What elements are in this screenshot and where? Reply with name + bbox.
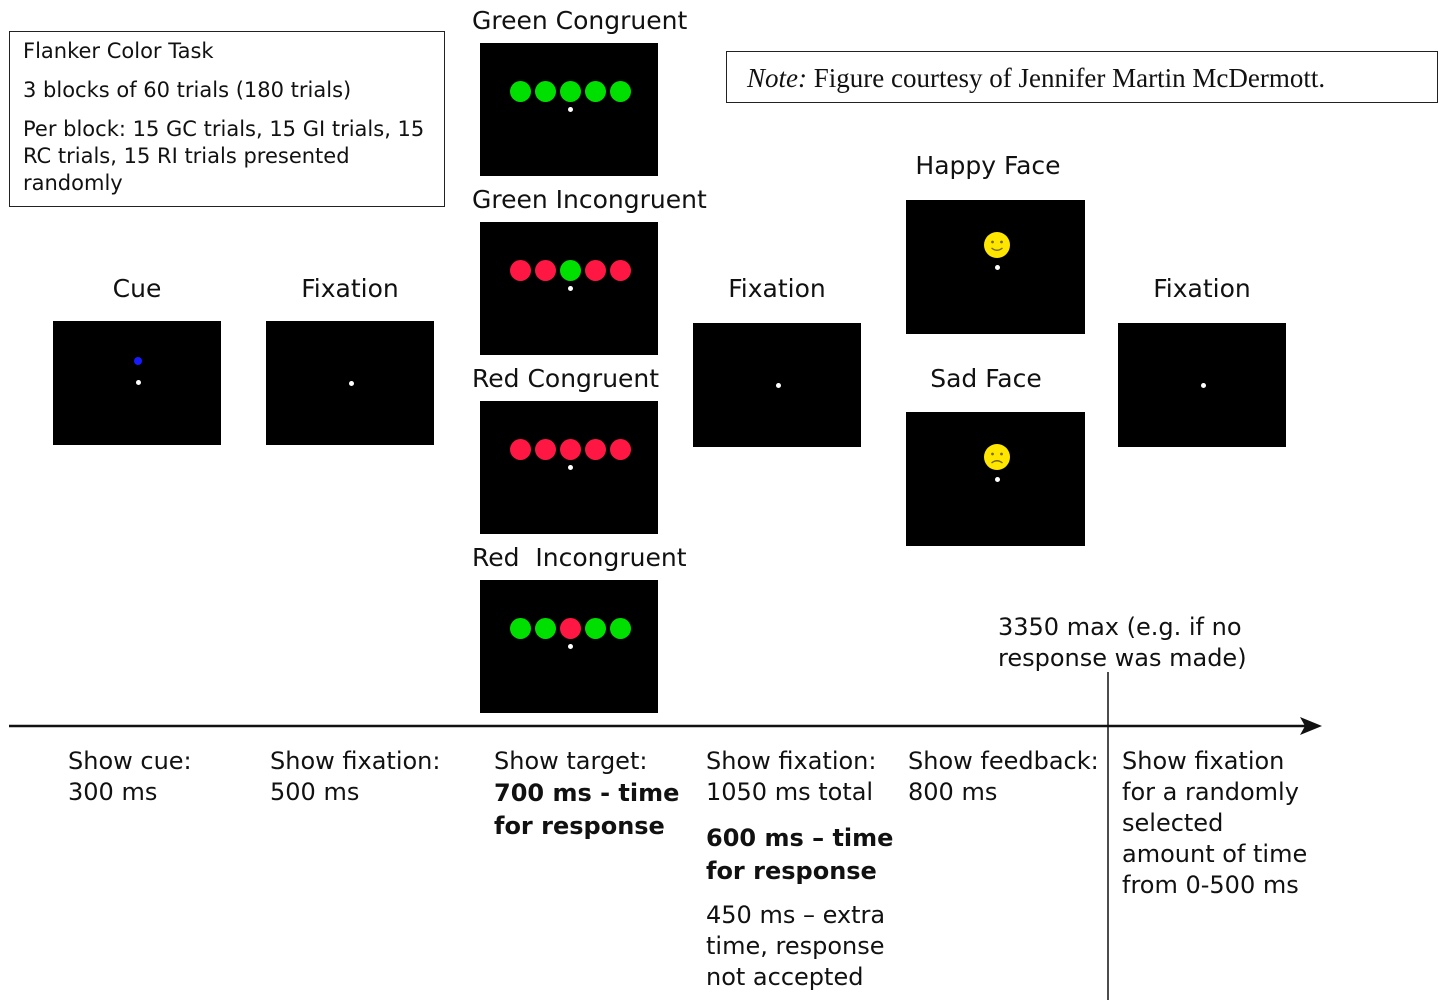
timeline-fixation3-line3: selected bbox=[1122, 809, 1224, 837]
green-congruent-label: Green Congruent bbox=[472, 6, 688, 35]
flanker-dot-green bbox=[535, 618, 556, 639]
timeline-fixation: Show fixation: 500 ms bbox=[270, 746, 440, 808]
flanker-dot-green bbox=[585, 81, 606, 102]
max-duration-note: 3350 max (e.g. if no response was made) bbox=[998, 612, 1247, 674]
timeline-cue: Show cue: 300 ms bbox=[68, 746, 192, 808]
timeline-fixation2-line3: 450 ms – extra bbox=[706, 901, 886, 929]
flanker-dot-red bbox=[535, 439, 556, 460]
max-note-line2: response was made) bbox=[998, 644, 1247, 672]
green-incongruent-label: Green Incongruent bbox=[472, 185, 707, 214]
flanker-dot-green bbox=[535, 81, 556, 102]
timeline-fixation2-line1: Show fixation: bbox=[706, 747, 877, 775]
fixation-dot bbox=[995, 477, 1000, 482]
timeline-fixation2: Show fixation: 1050 ms total 600 ms – ti… bbox=[706, 746, 893, 993]
sad-face-label: Sad Face bbox=[930, 364, 1042, 393]
timeline-target: Show target: 700 ms - time for response bbox=[494, 746, 679, 843]
fixation-screen-2 bbox=[693, 323, 861, 447]
note-text: Figure courtesy of Jennifer Martin McDer… bbox=[807, 63, 1326, 93]
task-per-block-2: RC trials, 15 RI trials presented bbox=[23, 144, 350, 168]
fixation-screen-1 bbox=[266, 321, 434, 445]
timeline-feedback-line1: Show feedback: bbox=[908, 747, 1099, 775]
fixation-dot bbox=[568, 644, 573, 649]
fixation-dot bbox=[568, 107, 573, 112]
happy-face-screen bbox=[906, 200, 1085, 334]
flanker-dot-red bbox=[535, 260, 556, 281]
target-dot-green bbox=[560, 260, 581, 281]
fixation-label-2: Fixation bbox=[728, 274, 826, 303]
flanker-dot-red bbox=[610, 260, 631, 281]
cue-blue-dot bbox=[134, 357, 142, 365]
timeline-cue-line2: 300 ms bbox=[68, 778, 158, 806]
fixation-dot bbox=[1201, 383, 1206, 388]
timeline-target-bold1: 700 ms - time bbox=[494, 779, 680, 807]
flanker-dot-green bbox=[510, 81, 531, 102]
timeline-target-bold2: for response bbox=[494, 812, 665, 840]
flanker-dot-red bbox=[585, 439, 606, 460]
timeline-fixation2-bold2: for response bbox=[706, 857, 877, 885]
task-per-block-3: randomly bbox=[23, 171, 123, 195]
max-note-line1: 3350 max (e.g. if no bbox=[998, 613, 1242, 641]
red-congruent-screen bbox=[480, 401, 658, 534]
fixation-screen-3 bbox=[1118, 323, 1286, 447]
timeline-fixation2-line2: 1050 ms total bbox=[706, 778, 874, 806]
task-title: Flanker Color Task bbox=[23, 39, 214, 63]
note-box: Note: Figure courtesy of Jennifer Martin… bbox=[726, 51, 1438, 103]
timeline-fixation-line1: Show fixation: bbox=[270, 747, 441, 775]
timeline-fixation-line2: 500 ms bbox=[270, 778, 360, 806]
flanker-dot-green bbox=[610, 81, 631, 102]
task-info-box: Flanker Color Task 3 blocks of 60 trials… bbox=[9, 31, 445, 207]
fixation-dot bbox=[568, 286, 573, 291]
flanker-dot-green bbox=[585, 618, 606, 639]
sad-face-screen bbox=[906, 412, 1085, 546]
cue-screen bbox=[53, 321, 221, 445]
task-per-block-1: Per block: 15 GC trials, 15 GI trials, 1… bbox=[23, 117, 425, 141]
timeline-target-line1: Show target: bbox=[494, 747, 648, 775]
fixation-label-1: Fixation bbox=[301, 274, 399, 303]
note-prefix: Note: bbox=[747, 63, 807, 93]
timeline-fixation2-line4: time, response bbox=[706, 932, 885, 960]
target-dot-green bbox=[560, 81, 581, 102]
timeline-fixation3-line1: Show fixation bbox=[1122, 747, 1285, 775]
timeline-fixation3: Show fixation for a randomly selected am… bbox=[1122, 746, 1307, 901]
cue-label: Cue bbox=[112, 274, 162, 303]
flanker-dot-green bbox=[510, 618, 531, 639]
red-incongruent-label: Red Incongruent bbox=[472, 543, 687, 572]
task-blocks: 3 blocks of 60 trials (180 trials) bbox=[23, 78, 352, 102]
timeline-fixation3-line5: from 0-500 ms bbox=[1122, 871, 1299, 899]
green-incongruent-screen bbox=[480, 222, 658, 355]
fixation-dot bbox=[349, 381, 354, 386]
flanker-dot-red bbox=[585, 260, 606, 281]
timeline-fixation3-line2: for a randomly bbox=[1122, 778, 1299, 806]
timeline-fixation2-bold1: 600 ms – time bbox=[706, 824, 894, 852]
fixation-dot bbox=[568, 465, 573, 470]
flanker-dot-green bbox=[610, 618, 631, 639]
happy-face-icon bbox=[984, 232, 1010, 258]
flanker-dot-red bbox=[510, 439, 531, 460]
timeline-cue-line1: Show cue: bbox=[68, 747, 192, 775]
timeline-feedback: Show feedback: 800 ms bbox=[908, 746, 1099, 808]
flanker-dot-red bbox=[610, 439, 631, 460]
fixation-dot bbox=[995, 265, 1000, 270]
red-congruent-label: Red Congruent bbox=[472, 364, 660, 393]
target-dot-red bbox=[560, 439, 581, 460]
fixation-dot bbox=[136, 380, 141, 385]
fixation-label-3: Fixation bbox=[1153, 274, 1251, 303]
timeline-fixation2-line5: not accepted bbox=[706, 963, 864, 991]
red-incongruent-screen bbox=[480, 580, 658, 713]
flanker-dot-red bbox=[510, 260, 531, 281]
happy-face-label: Happy Face bbox=[915, 151, 1061, 180]
timeline-fixation3-line4: amount of time bbox=[1122, 840, 1308, 868]
sad-face-icon bbox=[984, 444, 1010, 470]
fixation-dot bbox=[776, 383, 781, 388]
target-dot-red bbox=[560, 618, 581, 639]
green-congruent-screen bbox=[480, 43, 658, 176]
timeline-feedback-line2: 800 ms bbox=[908, 778, 998, 806]
